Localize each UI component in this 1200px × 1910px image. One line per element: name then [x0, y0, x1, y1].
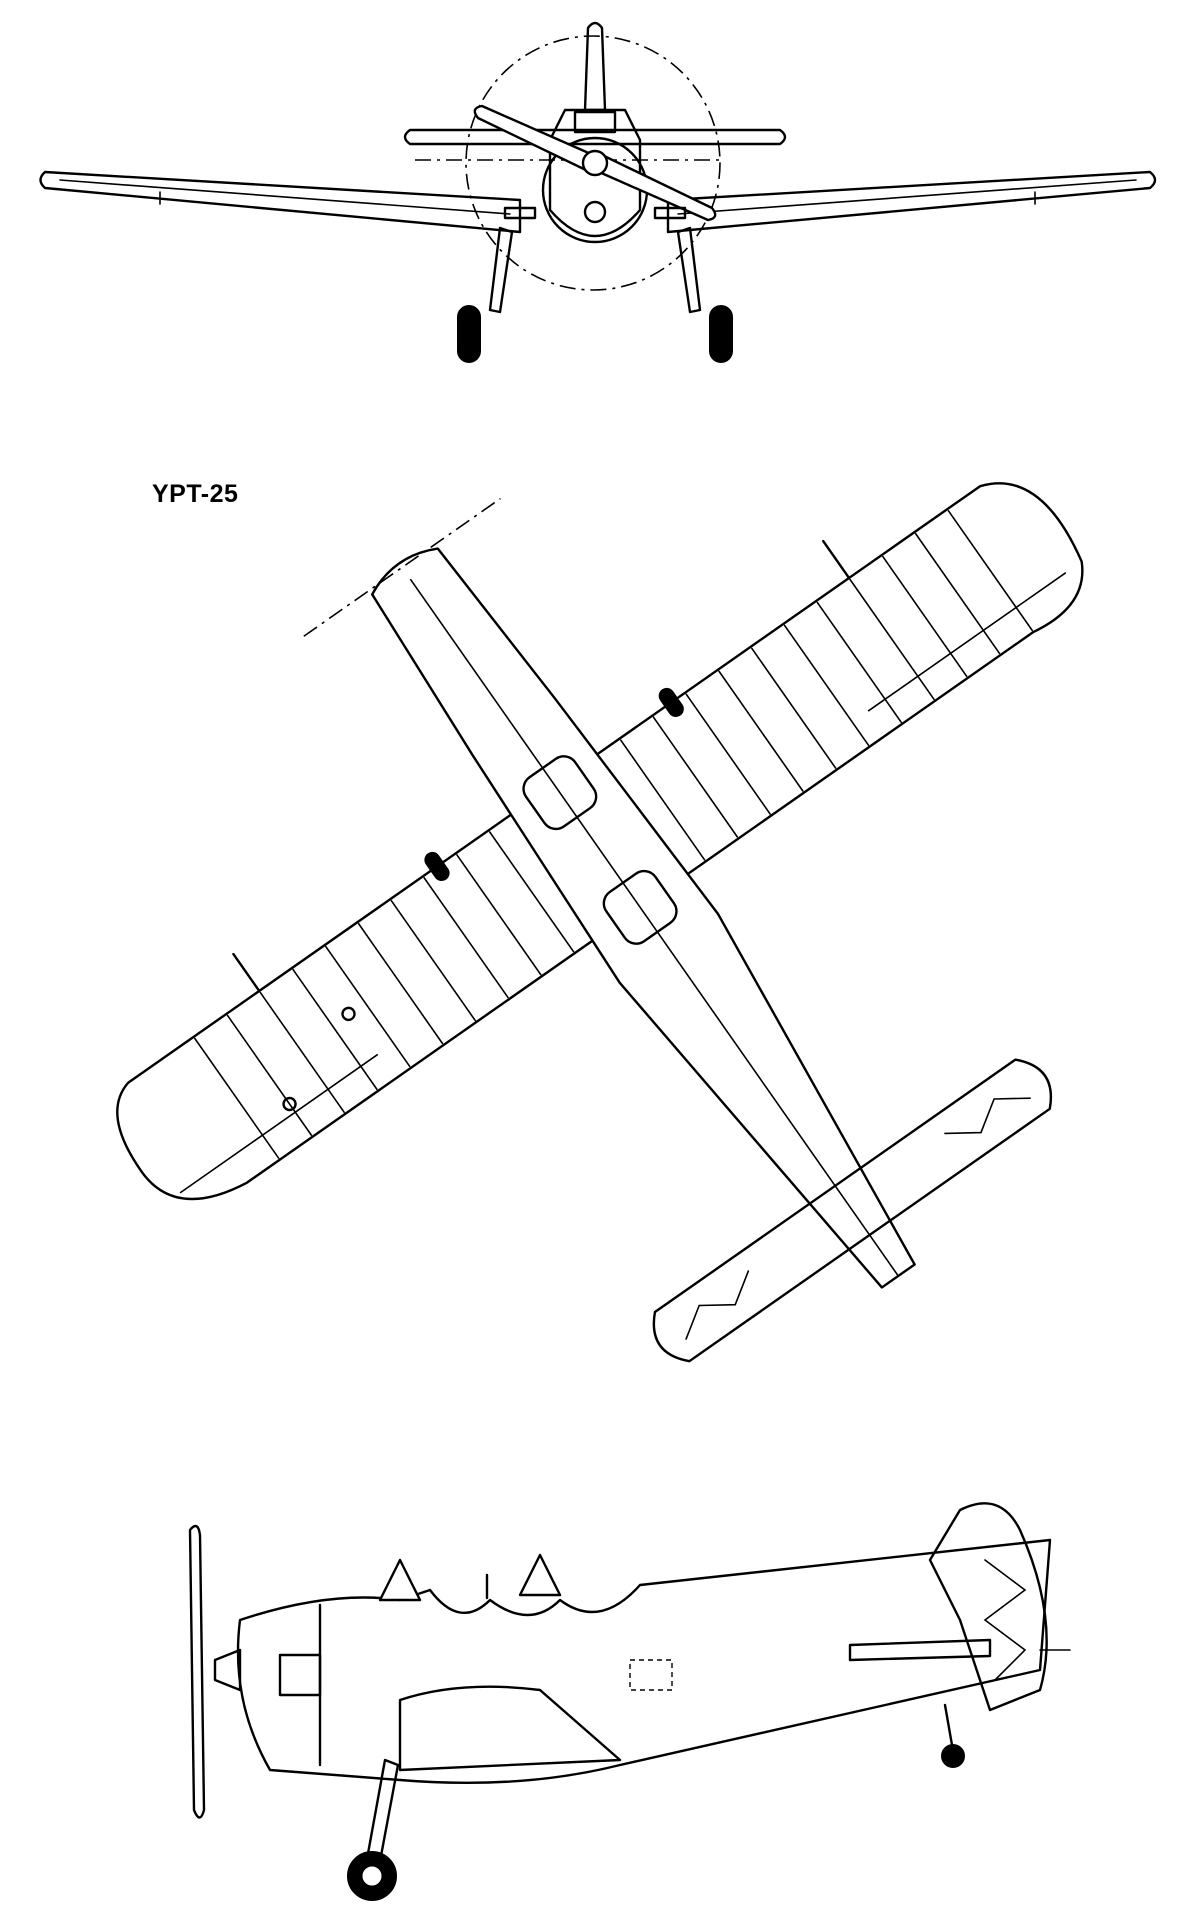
- access-panel: [629, 1659, 673, 1691]
- wing-left: [39, 170, 522, 234]
- fuselage-side: [236, 1538, 1052, 1785]
- tailplane-side: [848, 1638, 992, 1662]
- horizontal-stabilizer: [403, 128, 787, 146]
- main-wing-plan: [116, 482, 1084, 1201]
- propeller-line: [303, 497, 501, 637]
- pitot-left: [232, 952, 261, 993]
- main-wheel-hub: [362, 1866, 382, 1886]
- windscreen-front: [378, 1558, 422, 1602]
- propeller-blade-left: [473, 104, 602, 174]
- aircraft-designation-label: YPT-25: [152, 480, 239, 508]
- wing-right: [666, 170, 1157, 234]
- propeller-blade-right: [588, 152, 717, 222]
- wheel-plan-right: [658, 687, 684, 717]
- gear-strut-right: [676, 226, 702, 314]
- marker-left-2: [341, 1006, 356, 1022]
- wheel-plan-left: [424, 851, 450, 882]
- gear-strut-left: [488, 226, 514, 314]
- pitot-right: [821, 539, 851, 580]
- windscreen-rear: [518, 1553, 562, 1597]
- front-cockpit: [522, 755, 598, 831]
- rear-cockpit: [602, 869, 678, 945]
- wing-left-line: [59, 179, 511, 215]
- propeller-arc: [465, 35, 721, 291]
- propeller-side: [188, 1524, 206, 1819]
- horizontal-tail-plan: [652, 1058, 1053, 1363]
- wheel-left: [457, 305, 481, 363]
- flap-left: [503, 206, 537, 220]
- wing-root-side: [398, 1685, 622, 1772]
- fuselage-centerline: [409, 578, 900, 1277]
- wing-right-line: [677, 179, 1137, 215]
- cowl-panel: [278, 1653, 322, 1697]
- tail-zigzag: [685, 1097, 1031, 1340]
- marker-left: [282, 1096, 297, 1112]
- fin-rudder: [928, 1502, 1048, 1712]
- vertical-fin: [583, 21, 607, 112]
- spinner-side: [213, 1648, 242, 1692]
- canopy-frame: [573, 110, 617, 134]
- fuselage-front: [548, 108, 642, 238]
- wing-ribs: [179, 509, 1067, 1194]
- tail-wheel-strut: [943, 1703, 954, 1747]
- spinner: [581, 149, 609, 177]
- wheel-right: [709, 305, 733, 363]
- rudder-zigzag: [983, 1559, 1027, 1681]
- tail-wheel: [941, 1744, 965, 1768]
- oil-cooler: [583, 200, 607, 224]
- flap-right: [653, 206, 687, 220]
